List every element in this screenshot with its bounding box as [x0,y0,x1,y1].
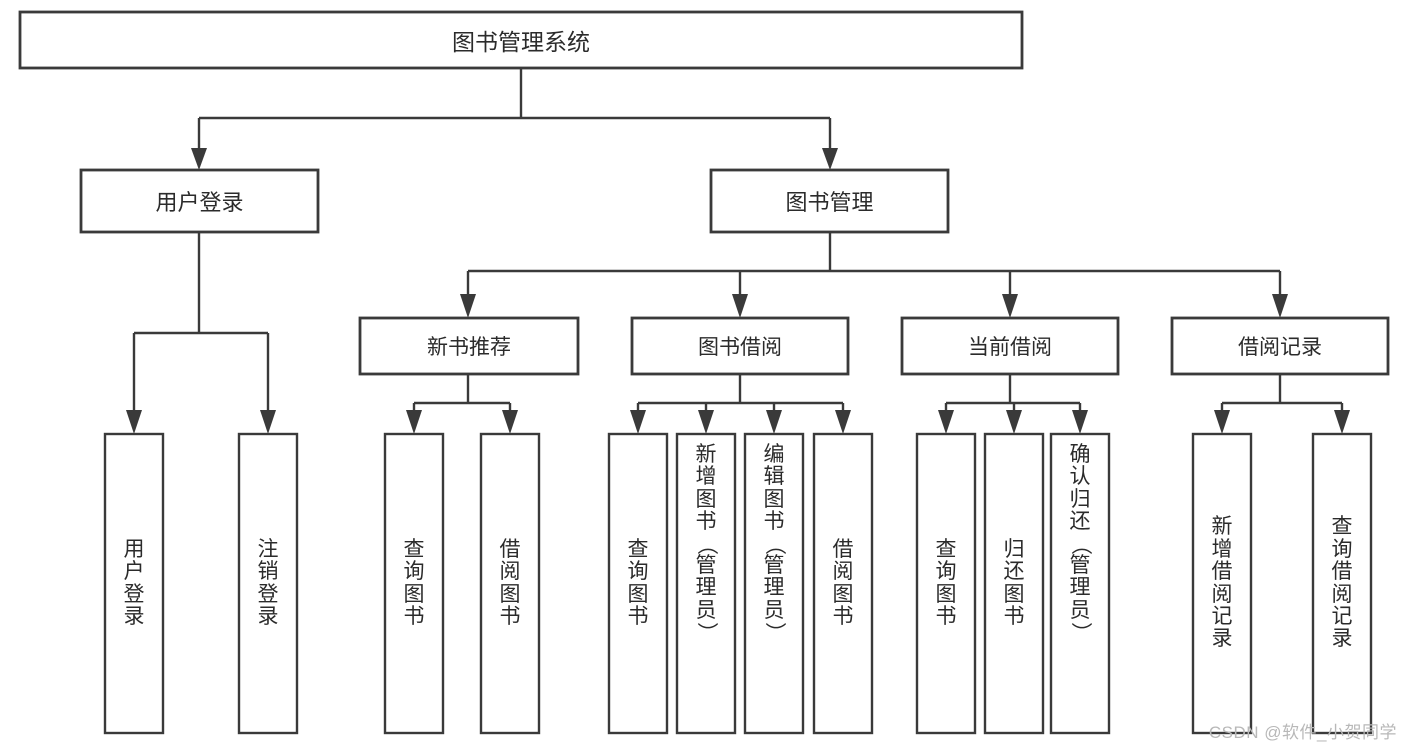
arrow-leaf-borrow-book-1 [502,410,518,434]
arrow-to-new-book [460,294,476,318]
user-login-box[interactable] [79,168,320,234]
node-root[interactable] [18,10,1024,70]
arrow-to-book-borrow [732,294,748,318]
leaf-box-query-book-2[interactable] [607,432,669,735]
leaf-box-return-book[interactable] [983,432,1045,735]
leaf-box-edit-book[interactable] [743,432,805,735]
leaf-box-query-book-1[interactable] [383,432,445,735]
arrow-leaf-return-book [1006,410,1022,434]
connector-user-login-children [126,232,276,434]
connector-root-to-bus [191,68,838,170]
node-book-manage[interactable] [709,168,950,234]
node-new-book-recommend[interactable] [358,316,580,376]
leaf-box-add-record[interactable] [1191,432,1253,735]
node-book-borrow[interactable] [630,316,850,376]
book-borrow-box[interactable] [630,316,850,376]
leaf-box-user-login[interactable] [103,432,165,735]
arrow-leaf-query-book-1 [406,410,422,434]
leaf-box-add-book[interactable] [675,432,737,735]
leaf-box-borrow-book-1[interactable] [479,432,541,735]
arrow-to-current-borrow [1002,294,1018,318]
root-box[interactable] [18,10,1024,70]
connector-book-borrow-children [630,374,851,434]
arrow-to-book-manage [822,148,838,170]
connector-borrow-record-children [1214,374,1350,434]
leaf-box-confirm-return[interactable] [1049,432,1111,735]
connector-book-manage-children [460,232,1288,318]
arrow-leaf-query-record [1334,410,1350,434]
leaf-box-borrow-book-2[interactable] [812,432,874,735]
borrow-record-box[interactable] [1170,316,1390,376]
arrow-leaf-add-book [698,410,714,434]
arrow-leaf-logout [260,410,276,434]
arrow-leaf-add-record [1214,410,1230,434]
arrow-leaf-user-login [126,410,142,434]
leaf-box-logout[interactable] [237,432,299,735]
arrow-leaf-confirm-return [1072,410,1088,434]
arrow-to-borrow-record [1272,294,1288,318]
arrow-leaf-query-book-3 [938,410,954,434]
connector-new-book-children [406,374,518,434]
arrow-leaf-borrow-book-2 [835,410,851,434]
arrow-leaf-query-book-2 [630,410,646,434]
arrow-leaf-edit-book [766,410,782,434]
leaf-box-query-record[interactable] [1311,432,1373,735]
current-borrow-box[interactable] [900,316,1120,376]
new-book-recommend-box[interactable] [358,316,580,376]
arrow-to-user-login [191,148,207,170]
leaf-box-query-book-3[interactable] [915,432,977,735]
book-manage-box[interactable] [709,168,950,234]
node-user-login[interactable] [79,168,320,234]
node-borrow-record[interactable] [1170,316,1390,376]
node-current-borrow[interactable] [900,316,1120,376]
connector-current-borrow-children [938,374,1088,434]
